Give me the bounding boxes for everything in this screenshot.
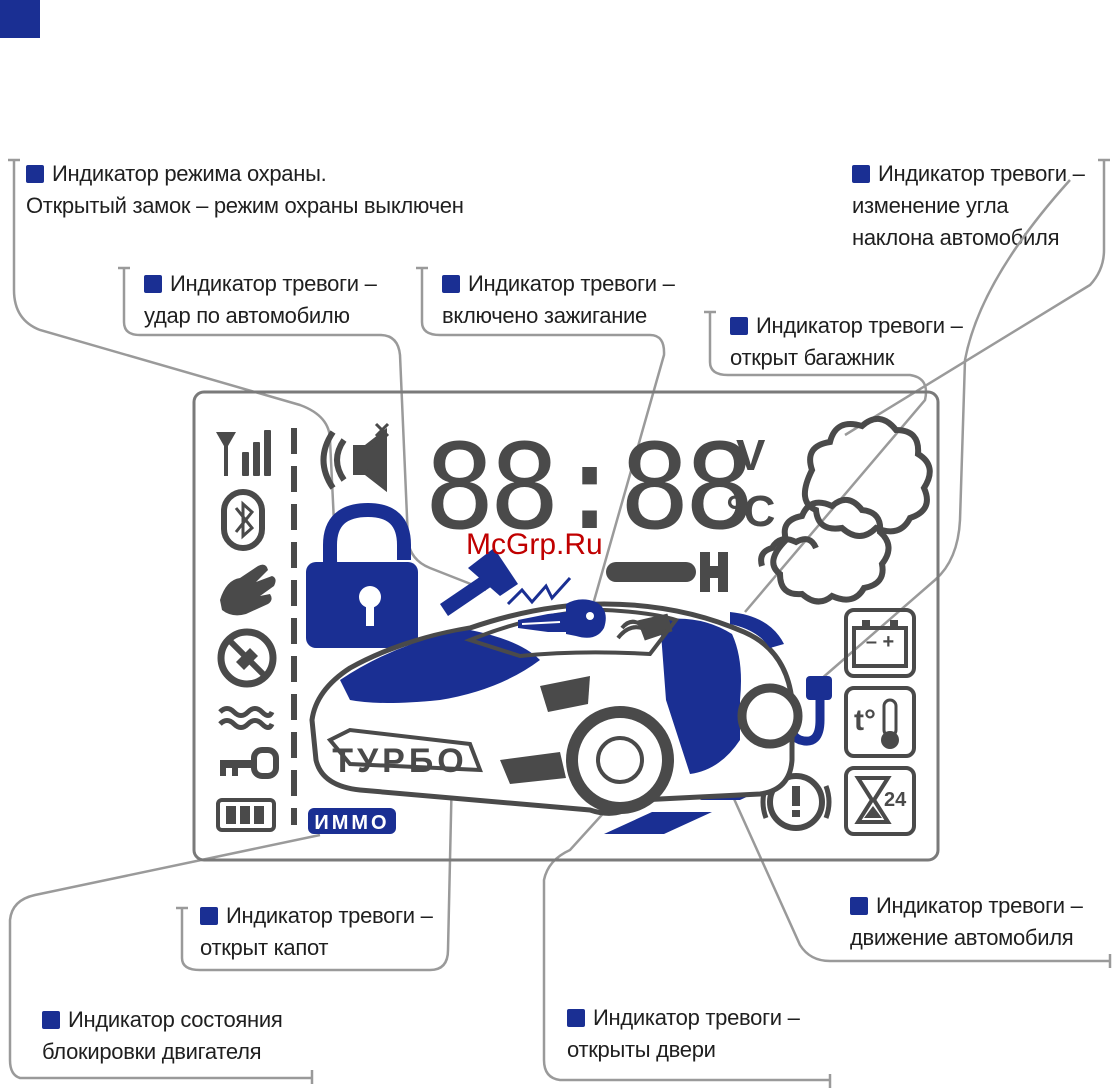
exhaust-smoke-icon	[758, 416, 933, 605]
label-tilt-indicator: Индикатор тревоги – изменение угла накло…	[852, 161, 1085, 250]
key-icon	[220, 747, 279, 779]
hammer-icon	[440, 548, 518, 616]
spark-icon	[506, 576, 572, 606]
battery-level-icon	[216, 798, 276, 832]
watermark-text: McGrp.Ru	[466, 528, 603, 561]
label-motion-indicator: Индикатор тревоги – движение автомобиля	[850, 893, 1083, 950]
bullet-square-icon	[567, 1009, 585, 1027]
clock-display: 88:88 V °C	[424, 418, 775, 556]
hand-icon	[220, 564, 276, 616]
lcd-frame	[192, 390, 940, 862]
bullet-square-icon	[730, 317, 748, 335]
waves-icon	[218, 706, 275, 730]
bullet-square-icon	[200, 907, 218, 925]
leader-immo	[8, 833, 321, 1084]
label-doors-indicator: Индикатор тревоги – открыты двери	[567, 1005, 800, 1062]
bullet-square-icon	[26, 165, 44, 183]
unit-celsius: °C	[726, 487, 775, 536]
immo-badge	[308, 808, 396, 834]
left-icon-column	[216, 430, 279, 832]
svg-text:– +: – +	[866, 631, 894, 653]
leader-lines	[8, 158, 1112, 1088]
label-ignition-indicator: Индикатор тревоги – включено зажигание	[442, 271, 675, 328]
leader-tilt	[844, 158, 1110, 437]
immo-text: ИММО	[314, 812, 389, 834]
bluetooth-icon	[221, 489, 265, 551]
leader-ignition	[416, 266, 666, 616]
door-indicator	[660, 618, 741, 774]
timer-hours: 24	[884, 789, 907, 811]
turbo-label: ТУРБО	[332, 742, 467, 780]
label-shock-indicator: Индикатор тревоги – удар по автомобилю	[144, 271, 377, 328]
speaker-mute-icon	[320, 422, 390, 493]
brake-warning-icon	[760, 773, 832, 831]
temp-symbol: t°	[854, 704, 876, 737]
no-tools-icon	[217, 628, 277, 688]
unit-volts: V	[736, 431, 766, 480]
corner-marker	[0, 0, 40, 38]
temperature-icon: t°	[844, 686, 916, 758]
leader-hook	[819, 179, 1071, 681]
label-immo-indicator: Индикатор состояния блокировки двигателя	[42, 1007, 283, 1064]
car-battery-icon: – +	[844, 608, 916, 678]
bullet-square-icon	[42, 1011, 60, 1029]
car-illustration: ТУРБО	[309, 601, 803, 816]
leader-lock	[8, 158, 340, 606]
lock-icon	[306, 502, 418, 648]
leader-shock	[118, 266, 487, 592]
trunk-indicator	[730, 612, 784, 648]
bullet-square-icon	[144, 275, 162, 293]
label-lock-indicator: Индикатор режима охраны. Открытый замок …	[26, 161, 464, 218]
hourglass-timer-icon: 24	[844, 766, 916, 836]
bullet-square-icon	[852, 165, 870, 183]
leader-doors	[542, 699, 832, 1088]
remote-signal-icon	[616, 613, 673, 641]
leader-hood	[176, 679, 456, 972]
ignition-key-icon	[518, 599, 606, 638]
leader-motion	[728, 789, 1112, 968]
label-trunk-indicator: Индикатор тревоги – открыт багажник	[730, 313, 963, 370]
bullet-square-icon	[442, 275, 460, 293]
tool-bar-icon	[606, 552, 728, 592]
signal-strength-icon	[216, 430, 271, 476]
bullet-square-icon	[850, 897, 868, 915]
label-hood-indicator: Индикатор тревоги – открыт капот	[200, 903, 433, 960]
clock-digits: 88:88	[424, 418, 749, 556]
